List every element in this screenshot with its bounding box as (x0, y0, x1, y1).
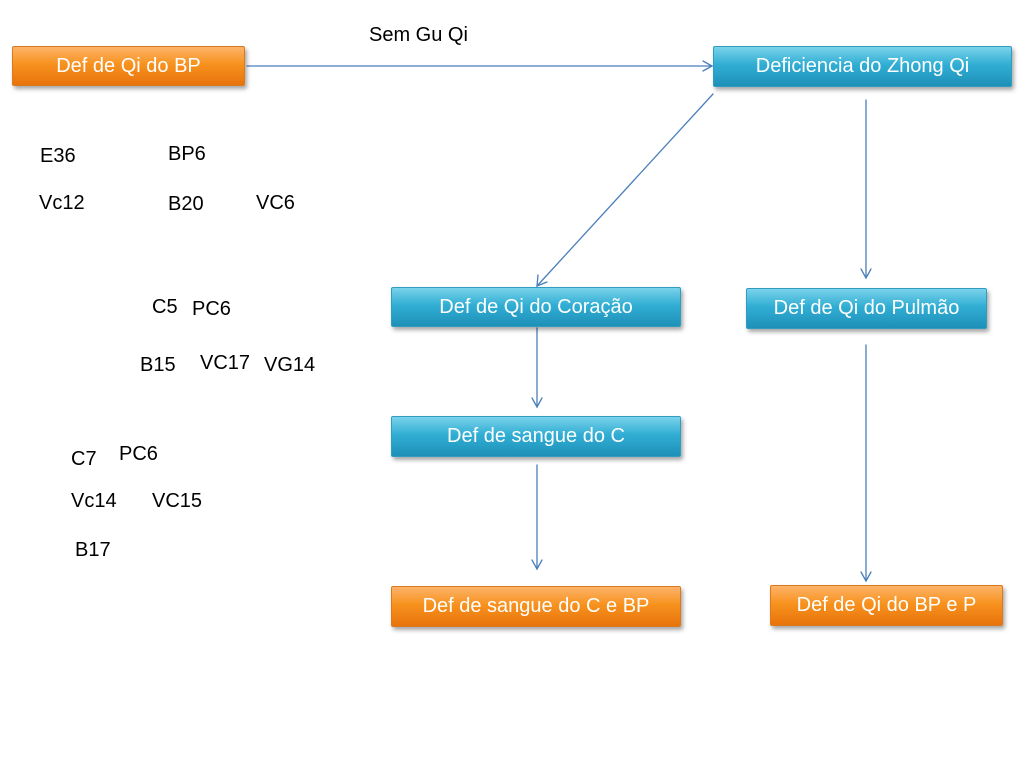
node-def-qi-coracao: Def de Qi do Coração (391, 287, 681, 327)
point-label-bp6: BP6 (168, 143, 206, 165)
connector-zhong-qi-to-coracao (536, 93, 714, 287)
point-label-vc12: Vc12 (39, 192, 85, 214)
arrowhead-zhong-qi-to-coracao (536, 274, 548, 287)
point-label-vc17: VC17 (200, 352, 251, 374)
point-label-pc6: PC6 (192, 298, 231, 320)
point-label-vc14: Vc14 (71, 490, 117, 512)
point-label-b20: B20 (168, 193, 204, 215)
arrow-label-sem-gu-qi: Sem Gu Qi (369, 24, 468, 46)
arrowhead-bp-to-zhong-qi (702, 60, 714, 72)
point-label-vg14: VG14 (264, 354, 316, 376)
arrowhead-coracao-to-sangue-c (531, 397, 543, 409)
node-def-qi-bp: Def de Qi do BP (12, 46, 245, 86)
point-label-b15: B15 (140, 354, 176, 376)
point-label-vc15: VC15 (152, 490, 203, 512)
node-def-sangue-c: Def de sangue do C (391, 416, 681, 457)
node-deficiencia-zhong-qi: Deficiencia do Zhong Qi (713, 46, 1012, 87)
point-label-c7: C7 (71, 448, 97, 470)
point-label-vc6: VC6 (256, 192, 295, 214)
node-def-sangue-c-bp: Def de sangue do C e BP (391, 586, 681, 627)
point-label-b17: B17 (75, 539, 111, 561)
arrowhead-sangue-c-to-sangue-c-bp (531, 559, 543, 571)
point-label-e36: E36 (40, 145, 76, 167)
node-def-qi-bp-p: Def de Qi do BP e P (770, 585, 1003, 626)
point-label-c5: C5 (152, 296, 178, 318)
point-label-pc6-2: PC6 (119, 443, 158, 465)
node-def-qi-pulmao: Def de Qi do Pulmão (746, 288, 987, 329)
arrowhead-pulmao-to-qi-bp-p (860, 571, 872, 583)
arrowhead-zhong-qi-to-pulmao (860, 268, 872, 280)
